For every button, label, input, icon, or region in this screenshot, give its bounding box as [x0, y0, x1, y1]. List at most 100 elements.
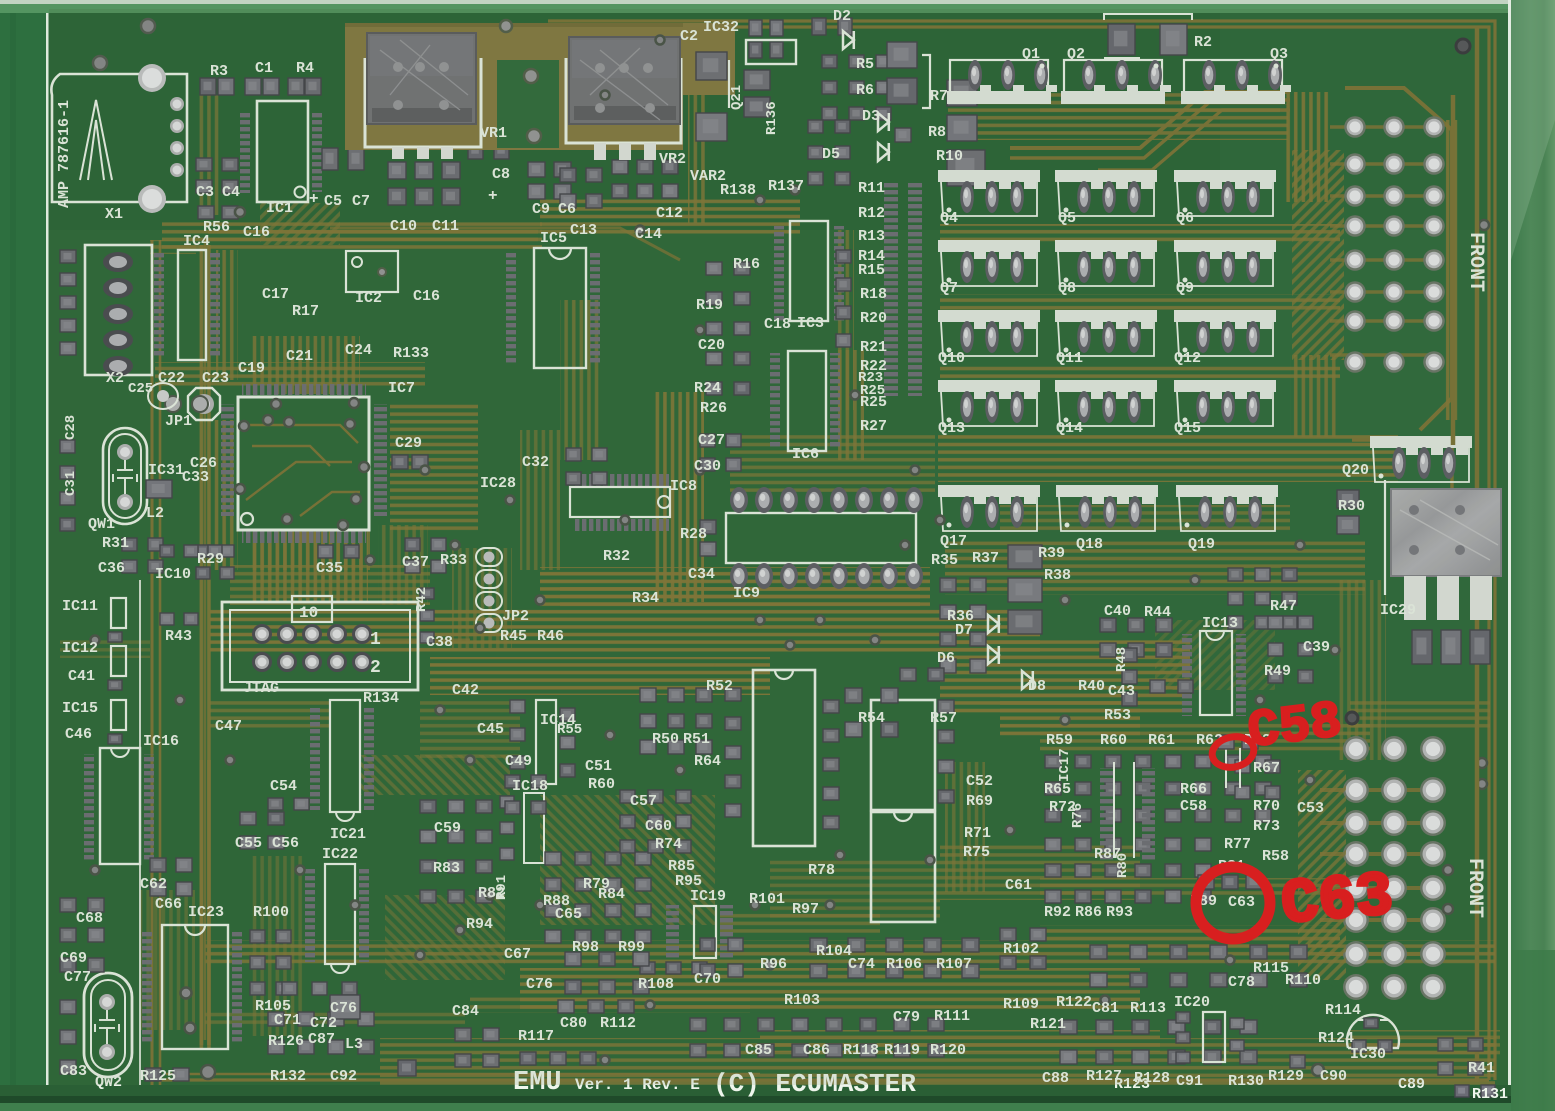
svg-text:C43: C43: [1108, 683, 1135, 700]
svg-text:C37: C37: [402, 554, 429, 571]
svg-text:+: +: [488, 187, 498, 205]
svg-text:C76: C76: [526, 976, 553, 993]
svg-text:R50: R50: [652, 731, 679, 748]
svg-text:R131: R131: [1472, 1086, 1508, 1103]
svg-text:C79: C79: [893, 1009, 920, 1026]
svg-text:C58: C58: [1180, 798, 1207, 815]
svg-text:C42: C42: [452, 682, 479, 699]
svg-text:R66: R66: [1180, 781, 1207, 798]
svg-text:R17: R17: [292, 303, 319, 320]
svg-text:R28: R28: [680, 526, 707, 543]
svg-text:C20: C20: [698, 337, 725, 354]
svg-text:R84: R84: [598, 886, 625, 903]
svg-text:C80: C80: [560, 1015, 587, 1032]
svg-text:IC5: IC5: [540, 230, 567, 247]
svg-text:C18: C18: [764, 316, 791, 333]
svg-text:R13: R13: [858, 228, 885, 245]
svg-text:R29: R29: [197, 551, 224, 568]
svg-text:R80: R80: [1115, 853, 1131, 878]
svg-text:C88: C88: [1042, 1070, 1069, 1087]
svg-text:R15: R15: [858, 262, 885, 279]
svg-text:IC29: IC29: [1380, 602, 1416, 619]
svg-text:Q20: Q20: [1342, 462, 1369, 479]
svg-text:R61: R61: [1148, 732, 1175, 749]
svg-text:QW2: QW2: [95, 1074, 122, 1091]
svg-text:C2: C2: [680, 28, 698, 45]
svg-text:C19: C19: [238, 360, 265, 377]
svg-text:IC11: IC11: [62, 598, 98, 615]
svg-text:C66: C66: [155, 896, 182, 913]
svg-text:Q19: Q19: [1188, 536, 1215, 553]
svg-text:R76: R76: [1070, 803, 1086, 828]
svg-text:R113: R113: [1130, 1000, 1166, 1017]
svg-text:C67: C67: [504, 946, 531, 963]
svg-text:C59: C59: [434, 820, 461, 837]
svg-text:C70: C70: [694, 971, 721, 988]
svg-text:C51: C51: [585, 758, 612, 775]
svg-text:C47: C47: [215, 718, 242, 735]
svg-text:D3: D3: [862, 108, 880, 125]
svg-text:R31: R31: [102, 535, 129, 552]
svg-text:R93: R93: [1106, 904, 1133, 921]
svg-text:R23: R23: [858, 370, 883, 386]
svg-text:R55: R55: [557, 722, 582, 738]
svg-text:R102: R102: [1003, 941, 1039, 958]
svg-text:IC1: IC1: [266, 200, 293, 217]
svg-text:IC20: IC20: [1174, 994, 1210, 1011]
svg-text:IC19: IC19: [690, 888, 726, 905]
svg-text:FRONT: FRONT: [1463, 858, 1486, 918]
svg-text:C33: C33: [182, 469, 209, 486]
svg-text:C53: C53: [1297, 800, 1324, 817]
svg-text:R57: R57: [930, 710, 957, 727]
svg-text:C83: C83: [60, 1063, 87, 1080]
svg-text:R132: R132: [270, 1068, 306, 1085]
svg-text:C1: C1: [255, 60, 273, 77]
svg-text:JP2: JP2: [502, 608, 529, 625]
svg-text:1: 1: [370, 630, 381, 650]
svg-text:IC14: IC14: [540, 712, 576, 729]
svg-text:AMP 787616-1: AMP 787616-1: [56, 100, 73, 208]
svg-text:R70: R70: [1253, 798, 1280, 815]
svg-text:EMU: EMU: [513, 1068, 562, 1098]
svg-text:C12: C12: [656, 205, 683, 222]
svg-text:X2: X2: [106, 370, 124, 387]
svg-text:R112: R112: [600, 1015, 636, 1032]
svg-text:R118: R118: [843, 1042, 879, 1059]
svg-text:C10: C10: [390, 218, 417, 235]
svg-text:C34: C34: [688, 566, 715, 583]
svg-text:VR1: VR1: [480, 125, 507, 142]
svg-text:R67: R67: [1253, 760, 1280, 777]
svg-text:C54: C54: [270, 778, 297, 795]
svg-text:Q18: Q18: [1076, 536, 1103, 553]
svg-text:R129: R129: [1268, 1068, 1304, 1085]
svg-text:R85: R85: [668, 858, 695, 875]
svg-text:JP1: JP1: [165, 413, 192, 430]
svg-text:R20: R20: [860, 310, 887, 327]
svg-text:C11: C11: [432, 218, 459, 235]
svg-text:R111: R111: [934, 1008, 970, 1025]
svg-text:R77: R77: [1224, 836, 1251, 853]
svg-text:C39: C39: [1303, 639, 1330, 656]
svg-text:R124: R124: [1318, 1030, 1354, 1047]
svg-text:C38: C38: [426, 634, 453, 651]
svg-text:Q5: Q5: [1058, 210, 1076, 227]
svg-text:C16: C16: [413, 288, 440, 305]
svg-text:C45: C45: [477, 721, 504, 738]
svg-text:R25: R25: [860, 394, 887, 411]
svg-text:C28: C28: [63, 415, 79, 440]
svg-text:R79: R79: [583, 876, 610, 893]
svg-text:R99: R99: [618, 939, 645, 956]
svg-text:+: +: [309, 190, 319, 208]
svg-text:C40: C40: [1104, 603, 1131, 620]
svg-text:R47: R47: [1270, 598, 1297, 615]
svg-text:R35: R35: [931, 552, 958, 569]
svg-text:R33: R33: [440, 552, 467, 569]
svg-text:R138: R138: [720, 182, 756, 199]
svg-text:C91: C91: [1176, 1073, 1203, 1090]
svg-text:R94: R94: [466, 916, 493, 933]
svg-text:Q10: Q10: [938, 350, 965, 367]
svg-text:IC23: IC23: [188, 904, 224, 921]
svg-text:IC28: IC28: [480, 475, 516, 492]
svg-text:R48: R48: [1114, 647, 1130, 672]
svg-text:C27: C27: [698, 432, 725, 449]
